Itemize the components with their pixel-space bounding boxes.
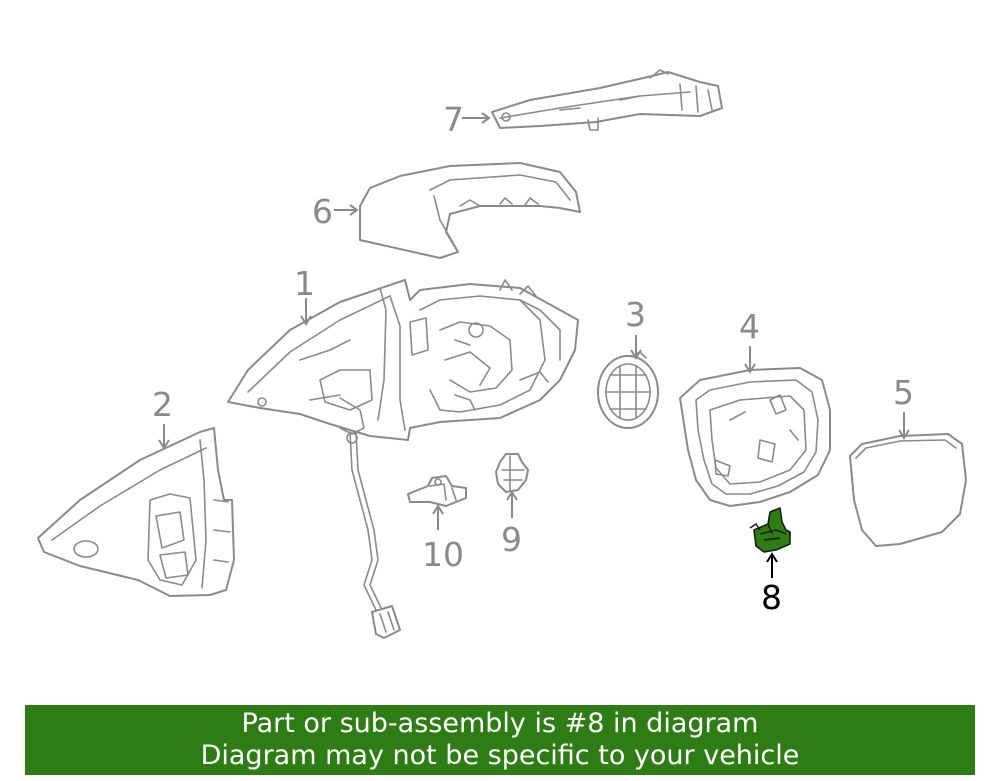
- part-2-mirror-base[interactable]: [37, 427, 235, 597]
- part-9-clip[interactable]: [495, 453, 529, 493]
- parts-diagram: 7 6 1: [37, 69, 967, 639]
- notice-banner: Part or sub-assembly is #8 in diagram Di…: [25, 705, 975, 775]
- callout-4[interactable]: 4: [739, 307, 760, 346]
- banner-line-2: Diagram may not be specific to your vehi…: [200, 740, 800, 771]
- callout-5[interactable]: 5: [893, 373, 914, 412]
- part-6-mirror-cover[interactable]: [359, 162, 581, 259]
- callout-8[interactable]: 8: [761, 578, 782, 617]
- callout-7[interactable]: 7: [443, 100, 464, 139]
- part-1-wiring-harness: [346, 431, 401, 639]
- part-1-mirror-housing[interactable]: [227, 279, 579, 441]
- part-4-glass-frame[interactable]: [679, 367, 831, 507]
- part-5-mirror-glass[interactable]: [849, 433, 967, 547]
- callout-1[interactable]: 1: [294, 264, 315, 303]
- callout-2[interactable]: 2: [152, 385, 173, 424]
- callout-6[interactable]: 6: [312, 192, 333, 231]
- banner-line-1: Part or sub-assembly is #8 in diagram: [241, 708, 759, 739]
- callout-9[interactable]: 9: [501, 520, 522, 559]
- part-10-bracket[interactable]: [407, 475, 467, 507]
- callout-3[interactable]: 3: [625, 295, 646, 334]
- callout-10[interactable]: 10: [422, 535, 464, 574]
- part-3-mirror-motor[interactable]: [597, 351, 659, 429]
- part-8-highlighted[interactable]: [749, 507, 791, 553]
- part-7-turn-signal[interactable]: [491, 69, 723, 131]
